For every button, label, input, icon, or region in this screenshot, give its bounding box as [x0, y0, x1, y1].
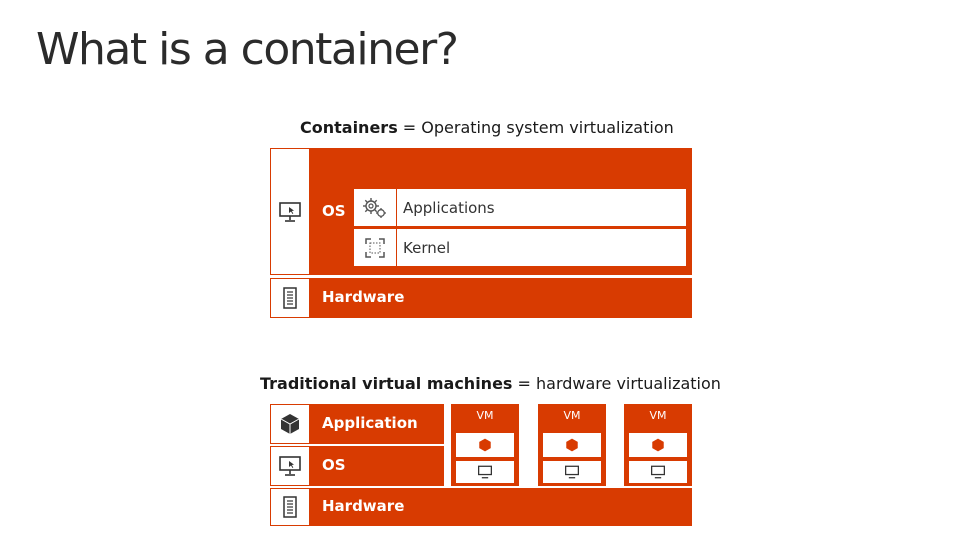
vm-label: VM — [476, 409, 494, 422]
applications-icon-cell — [354, 189, 397, 226]
vm-app-cell — [542, 432, 602, 458]
kernel-icon-cell — [354, 229, 397, 266]
vm-column-2: VM — [538, 404, 606, 486]
vm-column-1: VM — [451, 404, 519, 486]
application-layer: Application — [310, 404, 444, 444]
vm-os-cell — [542, 460, 602, 484]
vms-caption-bold: Traditional virtual machines — [260, 374, 513, 393]
kernel-icon — [365, 237, 385, 258]
cube-icon — [566, 438, 578, 452]
gears-icon — [363, 197, 386, 218]
hardware-label: Hardware — [322, 288, 405, 306]
slide-title: What is a container? — [36, 24, 459, 75]
monitor-icon — [651, 465, 665, 479]
vm-app-cell — [455, 432, 515, 458]
vm-hardware-layer: Hardware — [310, 488, 692, 526]
vm-os-label: OS — [322, 456, 346, 474]
vm-os-cell — [628, 460, 688, 484]
vms-caption-rest: = hardware virtualization — [512, 374, 721, 393]
monitor-icon — [279, 456, 301, 476]
server-icon — [283, 287, 297, 309]
server-icon — [283, 496, 297, 518]
containers-caption-bold: Containers — [300, 118, 398, 137]
application-icon-box — [270, 404, 310, 444]
application-label: Application — [322, 414, 418, 432]
os-label: OS — [322, 202, 346, 220]
vm-column-3: VM — [624, 404, 692, 486]
vms-caption: Traditional virtual machines = hardware … — [260, 374, 721, 393]
vm-label: VM — [563, 409, 581, 422]
monitor-icon — [478, 465, 492, 479]
vm-hardware-label: Hardware — [322, 497, 405, 515]
containers-caption: Containers = Operating system virtualiza… — [300, 118, 674, 137]
vm-os-cell — [455, 460, 515, 484]
vm-os-layer: OS — [310, 446, 444, 486]
kernel-label: Kernel — [403, 238, 451, 257]
monitor-icon — [279, 201, 301, 222]
vm-os-icon-box — [270, 446, 310, 486]
applications-label: Applications — [403, 198, 495, 217]
applications-box: Applications — [354, 189, 686, 226]
hardware-layer: Hardware — [310, 278, 692, 318]
cube-icon — [479, 438, 491, 452]
vm-hardware-icon-box — [270, 488, 310, 526]
kernel-box: Kernel — [354, 229, 686, 266]
cube-icon — [280, 414, 300, 434]
cube-icon — [652, 438, 664, 452]
monitor-icon — [565, 465, 579, 479]
containers-caption-rest: = Operating system virtualization — [397, 118, 674, 137]
os-icon-box — [270, 148, 310, 275]
hardware-icon-box — [270, 278, 310, 318]
vm-label: VM — [649, 409, 667, 422]
vm-app-cell — [628, 432, 688, 458]
